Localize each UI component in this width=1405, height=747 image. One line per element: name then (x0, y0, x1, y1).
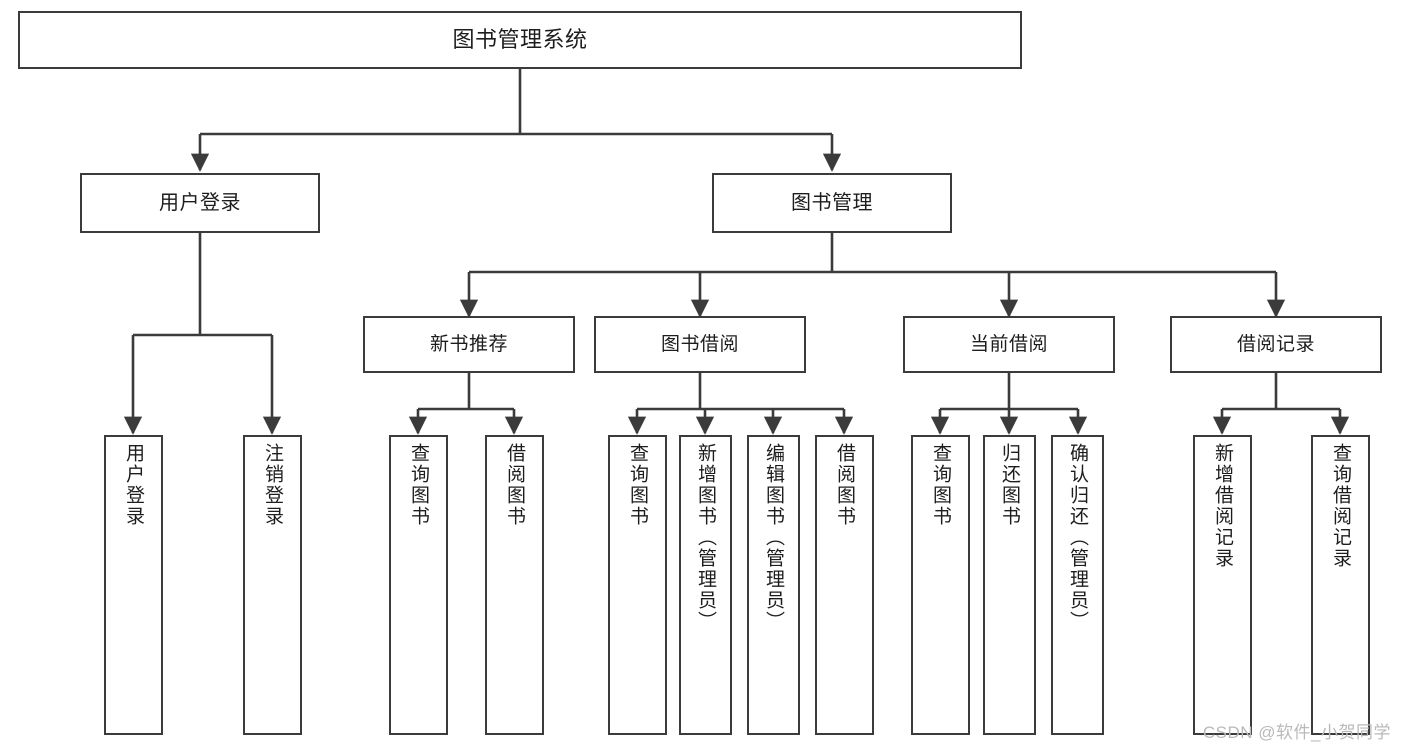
node-leaf-confirm-return-label: 确认归还（管理员） (1067, 443, 1088, 632)
node-leaf-query-book-1-label: 查询图书 (408, 443, 429, 527)
csdn-watermark: CSDN @软件_小贺同学 (1202, 723, 1391, 742)
node-leaf-query-book-1[interactable]: 查询图书 (389, 435, 448, 735)
node-book-borrow-label: 图书借阅 (660, 333, 739, 355)
node-leaf-add-book-label: 新增图书（管理员） (695, 443, 716, 632)
node-leaf-user-logout-label: 注销登录 (262, 443, 283, 527)
node-user-login-label: 用户登录 (159, 191, 241, 214)
node-root[interactable]: 图书管理系统 (18, 11, 1022, 69)
node-leaf-user-login-label: 用户登录 (123, 443, 144, 527)
node-leaf-query-book-2[interactable]: 查询图书 (608, 435, 667, 735)
node-new-book-recommend-label: 新书推荐 (429, 333, 508, 355)
node-leaf-user-logout[interactable]: 注销登录 (243, 435, 302, 735)
node-leaf-edit-book-label: 编辑图书（管理员） (763, 443, 784, 632)
node-leaf-borrow-book-2-label: 借阅图书 (834, 443, 855, 527)
node-leaf-user-login[interactable]: 用户登录 (104, 435, 163, 735)
node-leaf-add-record-label: 新增借阅记录 (1212, 443, 1233, 569)
node-borrow-record-label: 借阅记录 (1236, 333, 1315, 355)
node-leaf-borrow-book-2[interactable]: 借阅图书 (815, 435, 874, 735)
node-root-label: 图书管理系统 (452, 26, 588, 52)
node-book-manage[interactable]: 图书管理 (712, 173, 952, 233)
node-new-book-recommend[interactable]: 新书推荐 (363, 316, 575, 373)
node-user-login[interactable]: 用户登录 (80, 173, 320, 233)
node-leaf-return-book-label: 归还图书 (999, 443, 1020, 527)
node-leaf-return-book[interactable]: 归还图书 (983, 435, 1036, 735)
node-borrow-record[interactable]: 借阅记录 (1170, 316, 1382, 373)
node-leaf-edit-book[interactable]: 编辑图书（管理员） (747, 435, 800, 735)
node-book-borrow[interactable]: 图书借阅 (594, 316, 806, 373)
node-leaf-add-book[interactable]: 新增图书（管理员） (679, 435, 732, 735)
node-leaf-confirm-return[interactable]: 确认归还（管理员） (1051, 435, 1104, 735)
node-leaf-query-record[interactable]: 查询借阅记录 (1311, 435, 1370, 735)
node-leaf-borrow-book-1[interactable]: 借阅图书 (485, 435, 544, 735)
node-leaf-query-record-label: 查询借阅记录 (1330, 443, 1351, 569)
node-book-manage-label: 图书管理 (791, 191, 873, 214)
node-current-borrow-label: 当前借阅 (969, 333, 1048, 355)
node-leaf-query-book-3[interactable]: 查询图书 (911, 435, 970, 735)
node-current-borrow[interactable]: 当前借阅 (903, 316, 1115, 373)
node-leaf-query-book-3-label: 查询图书 (930, 443, 951, 527)
node-leaf-borrow-book-1-label: 借阅图书 (504, 443, 525, 527)
node-leaf-add-record[interactable]: 新增借阅记录 (1193, 435, 1252, 735)
node-leaf-query-book-2-label: 查询图书 (627, 443, 648, 527)
